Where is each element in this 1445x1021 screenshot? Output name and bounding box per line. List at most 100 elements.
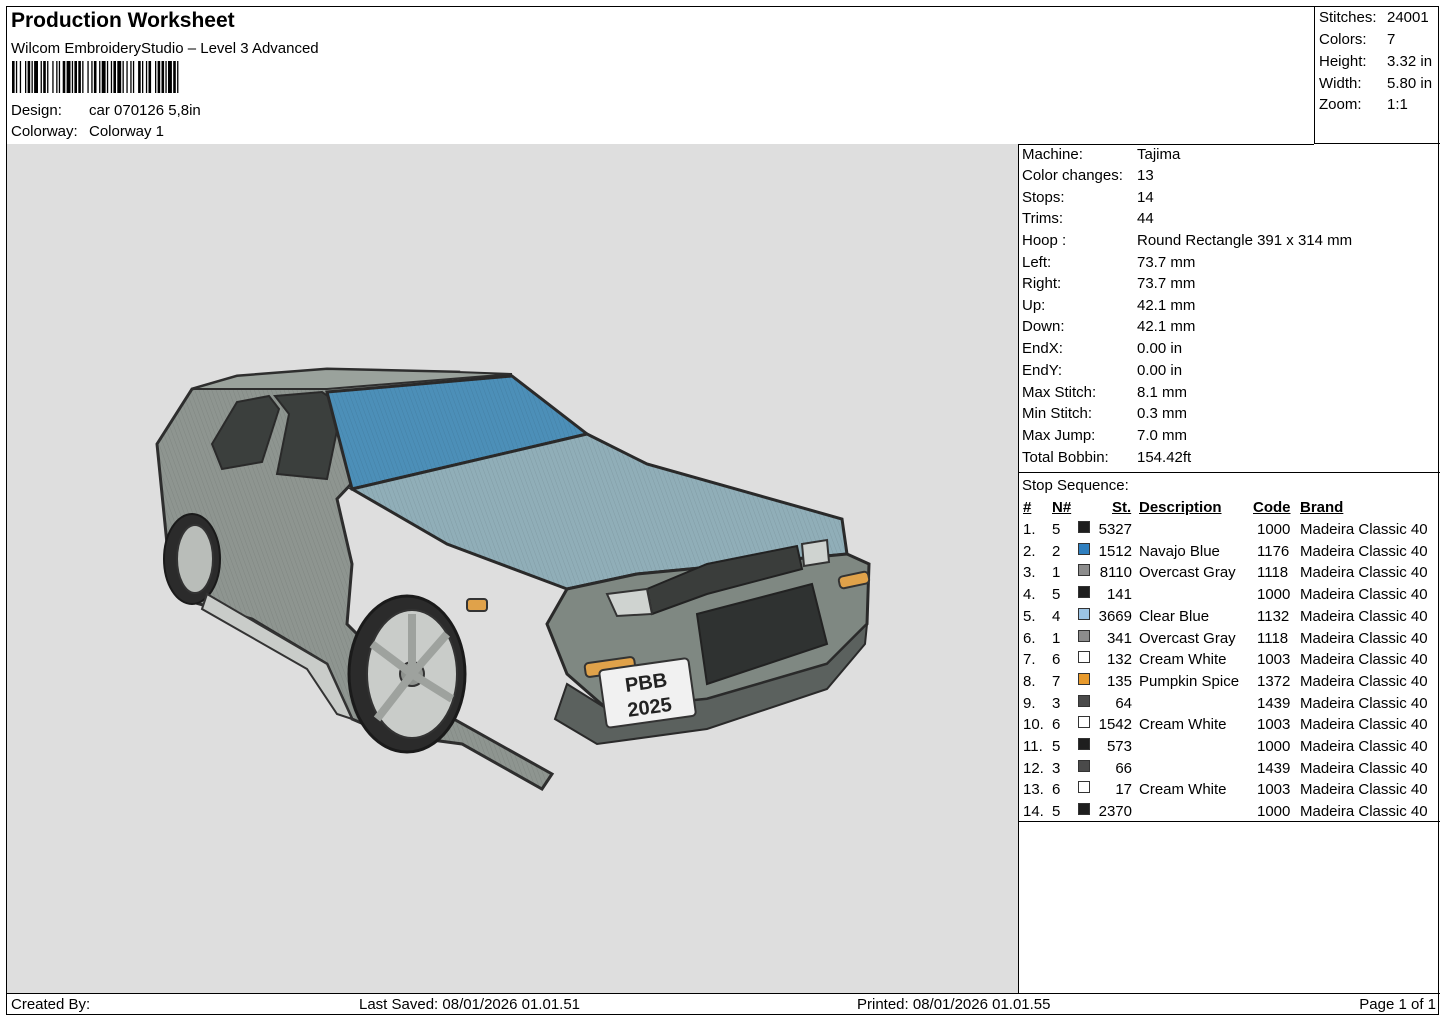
row-code: 1118 [1257, 564, 1289, 582]
color-swatch [1078, 542, 1090, 555]
worksheet-footer: Created By: Last Saved: 08/01/2026 01.01… [7, 993, 1440, 1016]
color-swatch [1078, 759, 1090, 772]
row-num: 1. [1023, 521, 1036, 538]
row-stitches: 135 [1106, 672, 1132, 690]
row-brand: Madeira Classic 40 [1300, 716, 1428, 734]
design-row: Design:car 070126 5,8in [11, 102, 201, 119]
row-num: 9. [1023, 694, 1036, 712]
color-swatch [1078, 738, 1090, 750]
row-needle: 4 [1052, 607, 1061, 625]
row-num: 3. [1023, 564, 1036, 582]
info-endx: EndX:0.00 in [1022, 340, 1183, 357]
row-needle: 6 [1052, 716, 1061, 734]
row-needle: 1 [1052, 564, 1061, 582]
row-code: 1132 [1257, 607, 1290, 625]
stat-zoom: Zoom:1:1 [1319, 96, 1408, 113]
row-stitches: 132 [1106, 651, 1132, 669]
row-num: 14. [1023, 803, 1044, 821]
row-stitches: 1512 [1098, 542, 1132, 560]
row-description: Clear Blue [1139, 607, 1210, 625]
info-left: Left:73.7 mm [1022, 254, 1196, 271]
row-needle: 6 [1052, 781, 1061, 799]
row-code: 1118 [1257, 629, 1289, 647]
info-up: Up:42.1 mm [1022, 297, 1196, 314]
row-stitches: 17 [1115, 781, 1132, 799]
info-total-bobbin: Total Bobbin:154.42ft [1022, 449, 1192, 466]
row-needle: 5 [1052, 803, 1061, 821]
info-stops: Stops:14 [1022, 189, 1154, 206]
row-brand: Madeira Classic 40 [1300, 542, 1428, 560]
info-right: Right:73.7 mm [1022, 275, 1196, 292]
col-brand-header: Brand [1300, 499, 1344, 516]
row-needle: 3 [1052, 694, 1061, 712]
row-brand: Madeira Classic 40 [1300, 651, 1428, 669]
row-code: 1372 [1257, 672, 1291, 690]
colorway-label: Colorway: [11, 123, 78, 140]
stat-colors: Colors:7 [1319, 31, 1396, 48]
row-stitches: 573 [1106, 738, 1132, 755]
stat-stitches: Stitches:24001 [1319, 9, 1429, 26]
row-code: 1000 [1257, 586, 1291, 604]
row-num: 7. [1023, 651, 1036, 669]
row-num: 5. [1023, 607, 1036, 625]
row-needle: 6 [1052, 651, 1061, 669]
row-needle: 3 [1052, 759, 1061, 777]
row-stitches: 141 [1106, 586, 1132, 604]
row-brand: Madeira Classic 40 [1300, 803, 1428, 821]
row-code: 1003 [1257, 716, 1291, 734]
row-stitches: 1542 [1098, 716, 1132, 734]
barcode [12, 61, 179, 93]
row-description: Pumpkin Spice [1139, 672, 1240, 690]
row-brand: Madeira Classic 40 [1300, 564, 1428, 582]
row-stitches: 66 [1115, 759, 1132, 777]
color-swatch [1078, 564, 1090, 577]
row-code: 1439 [1257, 694, 1291, 712]
row-code: 1003 [1257, 651, 1291, 669]
row-code: 1176 [1257, 542, 1290, 560]
color-swatch [1078, 586, 1090, 599]
row-needle: 5 [1052, 738, 1061, 755]
col-description-header: Description [1139, 499, 1222, 516]
color-swatch [1078, 716, 1090, 729]
software-name: Wilcom EmbroideryStudio – Level 3 Advanc… [11, 40, 319, 57]
row-stitches: 341 [1106, 629, 1132, 647]
stat-width: Width:5.80 in [1319, 75, 1433, 92]
divider [1019, 472, 1440, 473]
stats-box: Stitches:24001 Colors:7 Height:3.32 in W… [1314, 7, 1440, 144]
row-brand: Madeira Classic 40 [1300, 781, 1428, 799]
stat-height: Height:3.32 in [1319, 53, 1433, 70]
color-swatch [1078, 521, 1090, 533]
row-code: 1000 [1257, 738, 1291, 755]
row-description: Cream White [1139, 716, 1227, 734]
row-brand: Madeira Classic 40 [1300, 586, 1428, 604]
row-description: Overcast Gray [1139, 629, 1236, 647]
printed-date: Printed: 08/01/2026 01.01.55 [857, 996, 1051, 1013]
page-title: Production Worksheet [11, 9, 235, 32]
created-by: Created By: [11, 996, 91, 1013]
page-number: Page 1 of 1 [1359, 996, 1436, 1013]
info-endy: EndY:0.00 in [1022, 362, 1183, 379]
color-swatch [1078, 803, 1090, 816]
row-description: Cream White [1139, 781, 1227, 799]
row-brand: Madeira Classic 40 [1300, 521, 1428, 538]
colorway-row: Colorway:Colorway 1 [11, 123, 164, 140]
row-stitches: 5327 [1098, 521, 1132, 538]
row-brand: Madeira Classic 40 [1300, 629, 1428, 647]
row-num: 13. [1023, 781, 1044, 799]
last-saved: Last Saved: 08/01/2026 01.01.51 [359, 996, 581, 1013]
row-num: 6. [1023, 629, 1036, 647]
row-num: 11. [1023, 738, 1043, 755]
row-stitches: 64 [1115, 694, 1132, 712]
color-swatch [1078, 672, 1090, 685]
info-max-stitch: Max Stitch:8.1 mm [1022, 384, 1188, 401]
row-stitches: 3669 [1098, 607, 1132, 625]
color-swatch [1078, 694, 1090, 707]
